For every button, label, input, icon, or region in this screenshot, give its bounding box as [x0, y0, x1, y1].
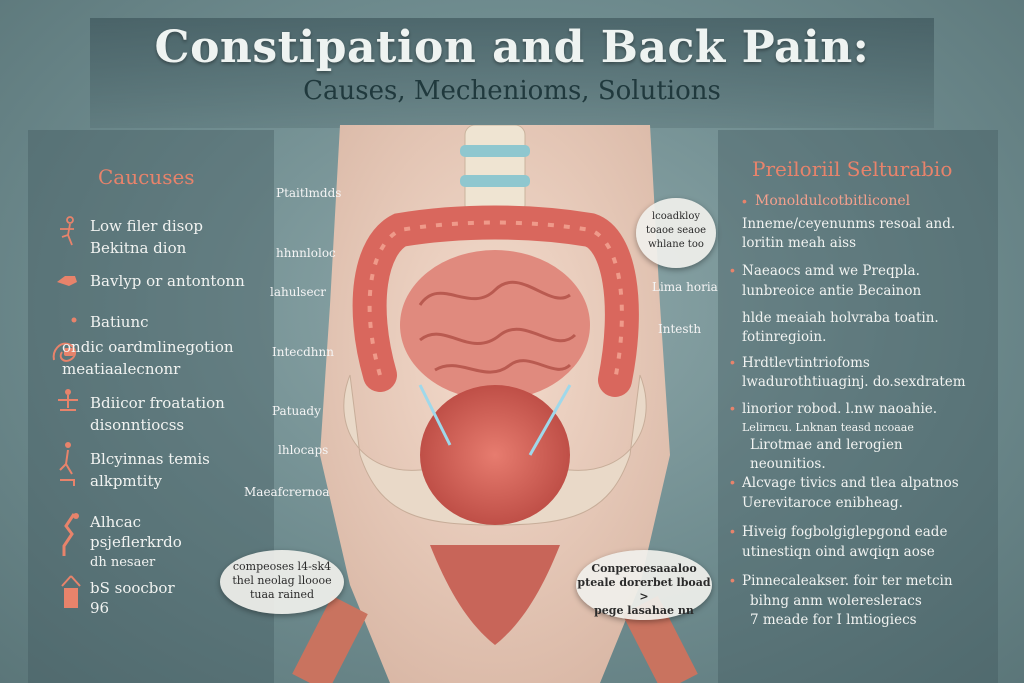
disc-2 — [460, 175, 530, 187]
cause-7-line-3: dh nesaer — [90, 555, 156, 570]
anatomy-illustration — [292, 125, 698, 683]
cause-1-line-2: Bekitna dion — [90, 239, 187, 257]
solution-7-line-1: Alcvage tivics and tlea alpatnos — [742, 475, 959, 491]
solutions-heading: Preiloriil Selturabio — [752, 157, 953, 181]
solution-8-line-2: utinestiqn oind awqiqn aose — [742, 544, 935, 560]
cause-4-line-1: ondic oardmlinegotion — [62, 338, 234, 356]
solution-6-line-1: Lirotmae and lerogien — [750, 437, 903, 453]
chair-icon — [61, 575, 81, 608]
page-subtitle: Causes, Mechenioms, Solutions — [303, 76, 721, 106]
solution-2-line-1: Naeaocs amd we Preqpla. — [742, 263, 920, 279]
anatomy-label-3: lahulsecr — [270, 285, 327, 299]
solution-9-line-1: Pinnecaleakser. foir ter metcin — [742, 573, 953, 589]
nerve-highlights — [418, 384, 572, 456]
intestine-icon — [52, 342, 76, 362]
solution-4-line-2: lwadurothtiuaginj. do.sexdratem — [742, 374, 966, 390]
callout-bubble-right: Conperoesaaaloo pteale dorerbet lboad > … — [576, 550, 712, 620]
callout-bubble-left: compeoses l4-sk4 thel neolag lloooe tuaa… — [220, 550, 344, 614]
hand-icon — [57, 276, 77, 286]
bullet-5: • — [730, 400, 735, 416]
bullet-8: • — [730, 523, 735, 539]
balance-icon — [58, 389, 78, 411]
solution-7-line-2: Uerevitaroce enibheag. — [742, 495, 903, 511]
kneel-icon — [62, 513, 79, 556]
bubble-left-line-3: tuaa rained — [249, 588, 315, 601]
figure-icon — [60, 216, 74, 246]
bullet-7: • — [730, 474, 735, 490]
solution-8-line-1: Hiveig fogbolgiglepgond eade — [742, 524, 948, 540]
solutions-panel — [718, 130, 998, 683]
cause-1-line-1: Low filer disop — [90, 217, 203, 235]
solution-3-line-2: fotinregioin. — [742, 329, 827, 345]
cause-5-line-2: disonntiocss — [90, 416, 185, 434]
causes-heading: Caucuses — [98, 165, 195, 189]
solution-5-line-2: Lelirncu. Lnknan teasd ncoaae — [742, 421, 914, 434]
cause-7-line-1: Alhcac — [90, 513, 142, 531]
bullet-4: • — [730, 354, 735, 370]
rectum — [420, 385, 570, 525]
anatomy-label-5: Patuady — [272, 404, 321, 418]
person-icon — [59, 442, 75, 486]
solution-9-line-2: bihng anm woleresleracs — [750, 593, 922, 609]
bubble-top-line-1: lcoadkloy — [651, 211, 701, 222]
bubble-right-line-2: pteale dorerbet lboad > — [577, 576, 711, 603]
dot-icon — [71, 317, 77, 323]
solution-2-line-2: lunbreoice antie Becainon — [742, 283, 922, 299]
pelvis — [343, 374, 647, 526]
pelvic-muscles — [430, 545, 560, 645]
bullet-9: • — [730, 572, 735, 588]
anatomy-label-1: Ptaitlmdds — [276, 186, 342, 200]
solution-5-line-1: linorior robod. l.nw naoahie. — [742, 401, 938, 417]
cause-5-line-1: Bdiicor froatation — [90, 394, 225, 412]
cause-2-line-1: Bavlyp or antontonn — [90, 272, 245, 290]
cause-7-line-2: psjeflerkrdo — [90, 533, 182, 551]
anatomy-label-8: Lima horia — [652, 280, 718, 294]
bubble-right-line-3: pege lasahae nn — [594, 604, 694, 617]
colon-folds — [367, 220, 624, 381]
cause-4-line-2: meatiaalecnonr — [62, 360, 181, 378]
page-title: Constipation and Back Pain: — [154, 22, 870, 73]
bubble-right-line-1: Conperoesaaaloo — [591, 562, 697, 575]
anatomy-label-4: Intecdhnn — [272, 345, 334, 359]
bubble-left-line-2: thel neolag lloooe — [232, 574, 332, 587]
solution-1-line-1: Inneme/ceyenunms resoal and. — [742, 216, 956, 232]
anatomy-label-7: Maeafcrernoa — [244, 485, 330, 499]
title-band — [90, 18, 934, 128]
bullet-2: • — [730, 262, 735, 278]
bullet-sub: • — [742, 193, 747, 209]
anatomy-label-9: Intesth — [658, 322, 702, 336]
callout-bubble-top: lcoadkloy toaoe seaoe whlane too — [636, 198, 716, 268]
anatomy-label-6: lhlocaps — [278, 443, 329, 457]
solution-1-line-2: loritin meah aiss — [742, 235, 856, 251]
cause-8-line-1: bS soocbor — [90, 579, 175, 597]
disc-1 — [460, 145, 530, 157]
small-intestine — [400, 250, 590, 400]
cause-6-line-1: Blcyinnas temis — [90, 450, 210, 468]
anatomy-label-2: hhnnloloc — [276, 246, 336, 260]
bubble-top-line-2: toaoe seaoe — [645, 225, 707, 236]
bubble-top-line-3: whlane too — [648, 239, 704, 250]
cause-3-line-1: Batiunc — [90, 313, 149, 331]
solution-3-line-1: hlde meaiah holvraba toatin. — [742, 310, 939, 326]
solution-4-line-1: Hrdtlevtintriofoms — [742, 355, 870, 371]
solution-9-line-3: 7 meade for I lmtiogiecs — [750, 612, 917, 628]
solutions-subheading: Monoldulcotbitliconel — [755, 193, 911, 209]
solution-6-line-2: neounitios. — [750, 456, 826, 472]
cause-6-line-2: alkpmtity — [90, 472, 162, 490]
cause-8-line-2: 96 — [90, 599, 110, 617]
spine — [464, 125, 526, 216]
bubble-left-line-1: compeoses l4-sk4 — [232, 560, 332, 573]
